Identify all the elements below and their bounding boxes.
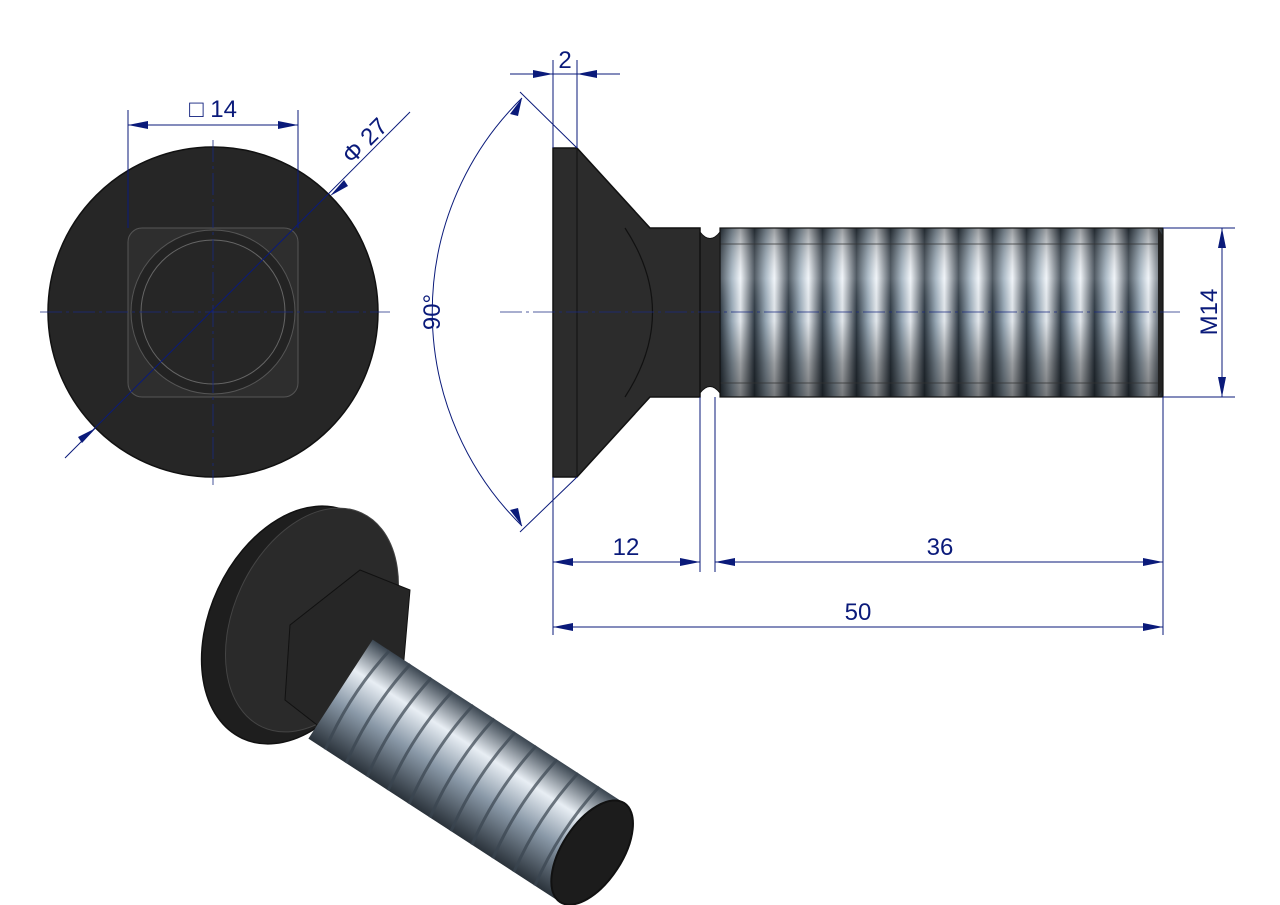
edge-dimension: 2 (558, 47, 571, 74)
head-profile (552, 147, 701, 478)
square-dimension: □ 14 (189, 96, 237, 123)
total-length-dimension: 50 (845, 599, 872, 626)
thread-length-dimension: 36 (927, 534, 954, 561)
thread-dimension: M14 (1196, 289, 1223, 336)
neck-length-dimension: 12 (613, 534, 640, 561)
side-view: 2 90° M14 12 36 50 (419, 47, 1235, 635)
isometric-view (200, 505, 634, 905)
angle-dimension: 90° (419, 294, 446, 330)
diameter-dimension: Φ 27 (337, 113, 393, 169)
front-view: □ 14 Φ 27 (40, 96, 411, 485)
